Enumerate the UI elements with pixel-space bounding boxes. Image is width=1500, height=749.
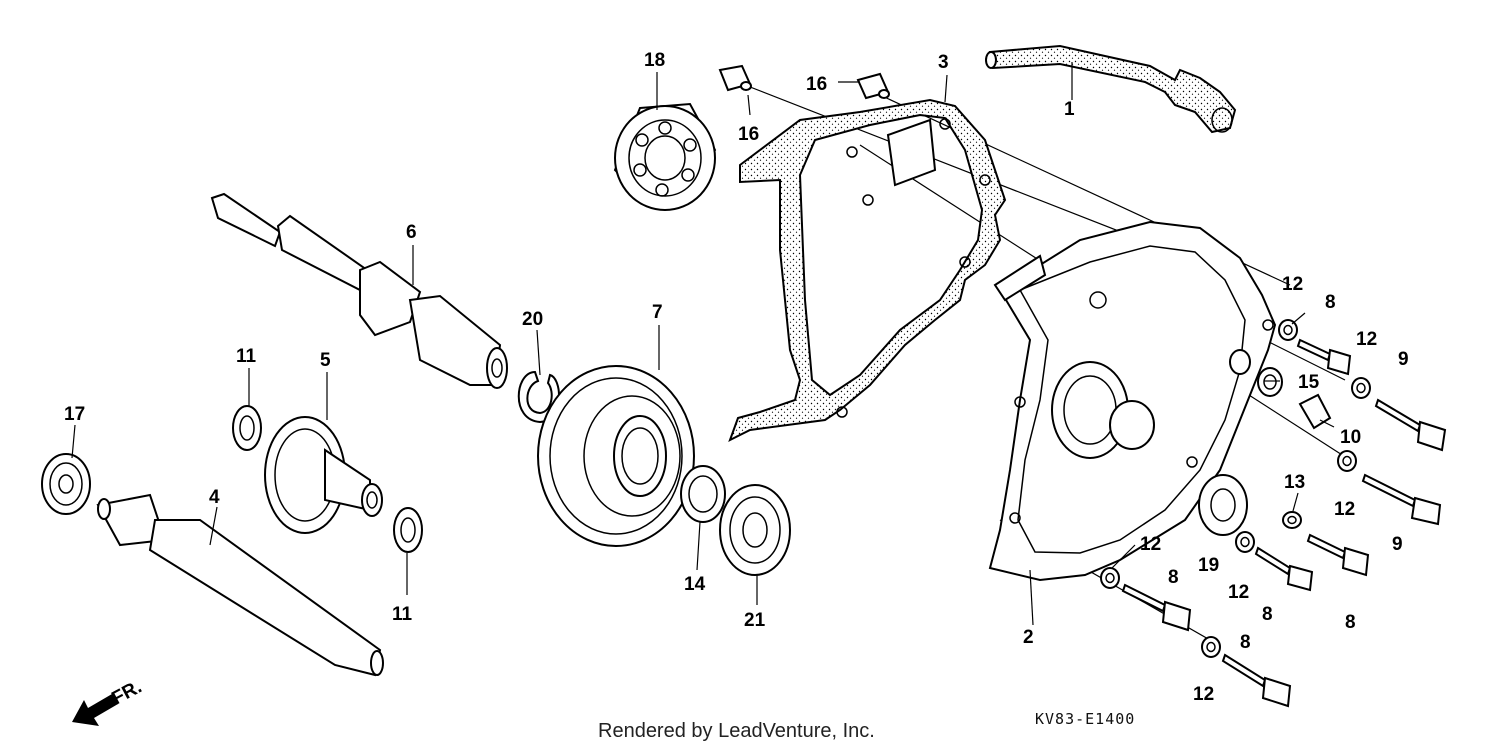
part-main-shaft [210, 192, 508, 389]
label-part-12-f: 12 [1193, 684, 1214, 705]
label-part-12-c: 12 [1334, 499, 1355, 520]
front-indicator: FR. [72, 677, 145, 726]
label-part-3: 3 [938, 52, 949, 73]
label-part-5: 5 [320, 350, 331, 371]
label-part-8-e: 8 [1240, 632, 1251, 653]
diagram-code: KV83-E1400 [1035, 710, 1135, 728]
part-bearing-17 [41, 453, 91, 515]
part-gasket [728, 98, 1007, 443]
label-part-19: 19 [1198, 555, 1219, 576]
part-breather-tube [985, 44, 1237, 134]
part-large-gear [537, 365, 695, 547]
label-part-10: 10 [1340, 427, 1361, 448]
part-counter-shaft [96, 493, 384, 677]
part-bearing-21 [719, 484, 791, 576]
label-part-9-a: 9 [1398, 349, 1409, 370]
label-part-16-a: 16 [738, 124, 759, 145]
label-part-2: 2 [1023, 627, 1034, 648]
part-counter-gear [264, 416, 383, 534]
credit-text: Rendered by LeadVenture, Inc. [598, 720, 875, 742]
label-part-16-b: 16 [806, 74, 827, 95]
label-part-8-d: 8 [1168, 567, 1179, 588]
label-part-21: 21 [744, 610, 766, 631]
part-small-fittings [1198, 367, 1332, 536]
label-part-11-b: 11 [392, 604, 413, 625]
label-part-1: 1 [1064, 99, 1075, 120]
label-part-12-e: 12 [1228, 582, 1249, 603]
part-labels: 1 2 3 4 5 6 7 8 8 8 8 8 9 9 10 11 11 12 … [64, 50, 1409, 705]
label-part-8-a: 8 [1325, 292, 1336, 313]
part-washers-12 [1100, 319, 1371, 658]
label-part-4: 4 [209, 487, 220, 508]
leader-lines [71, 62, 1335, 626]
label-part-8-c: 8 [1345, 612, 1356, 633]
label-part-18: 18 [644, 50, 665, 71]
part-washers-11 [232, 405, 423, 553]
label-part-7: 7 [652, 302, 663, 323]
label-part-8-b: 8 [1262, 604, 1273, 625]
label-part-9-b: 9 [1392, 534, 1403, 555]
arrow-down-left-icon [72, 694, 118, 726]
label-part-12-b: 12 [1356, 329, 1377, 350]
label-part-11-a: 11 [236, 346, 257, 367]
part-bolts [1121, 338, 1447, 708]
label-part-15: 15 [1298, 372, 1320, 393]
label-part-6: 6 [406, 222, 417, 243]
label-part-12-a: 12 [1282, 274, 1303, 295]
label-part-14: 14 [684, 574, 706, 595]
label-part-17: 17 [64, 404, 85, 425]
label-part-12-d: 12 [1140, 534, 1161, 555]
part-bearing-18 [613, 102, 717, 211]
label-part-13: 13 [1284, 472, 1305, 493]
part-washer-14 [680, 465, 726, 523]
label-part-20: 20 [522, 309, 543, 330]
part-dowel-pins [718, 64, 890, 100]
